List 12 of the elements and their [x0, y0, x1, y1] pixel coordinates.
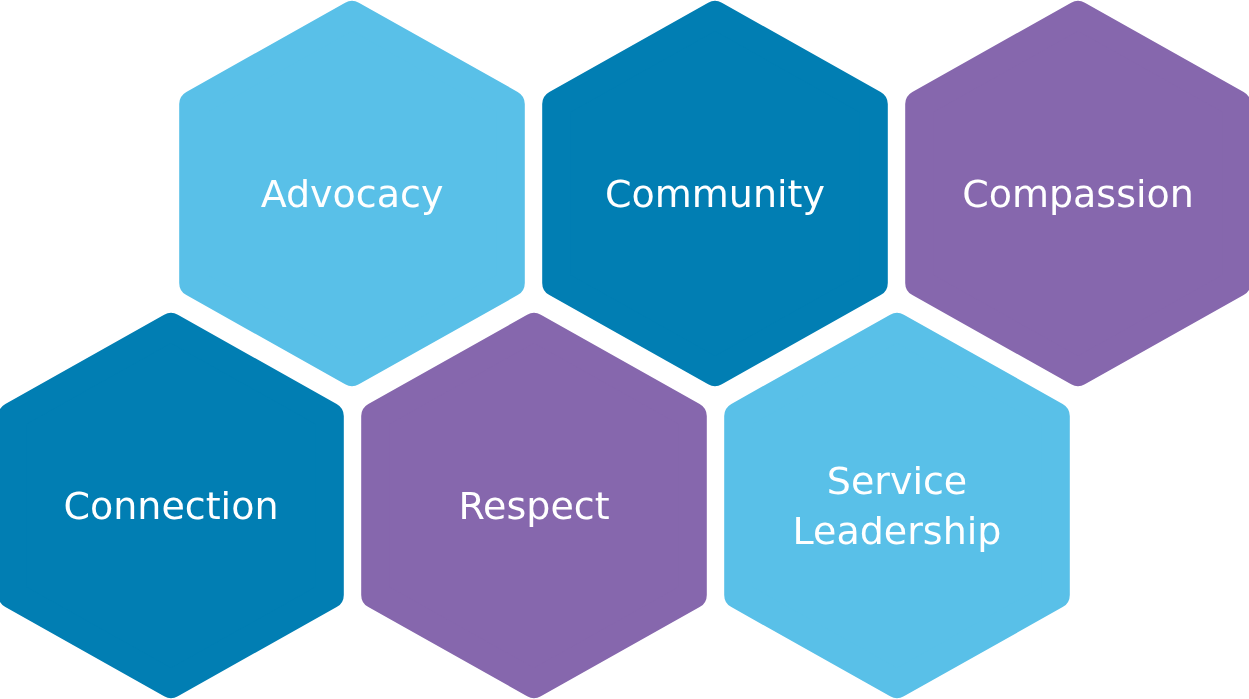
hexagon — [907, 1, 1249, 386]
hexagon-label: Advocacy — [260, 170, 444, 218]
hexagon-label: Service Leadership — [791, 457, 1003, 555]
hexagon-label: Community — [605, 170, 825, 218]
hexagon — [0, 313, 342, 698]
hexagon — [726, 313, 1068, 698]
hexagon-label: Compassion — [962, 170, 1194, 218]
hexagon-label: Respect — [458, 482, 610, 530]
hexagon — [363, 313, 705, 698]
hexagon — [181, 1, 523, 386]
hexagon-label: Connection — [63, 482, 279, 530]
hexagon — [544, 1, 886, 386]
